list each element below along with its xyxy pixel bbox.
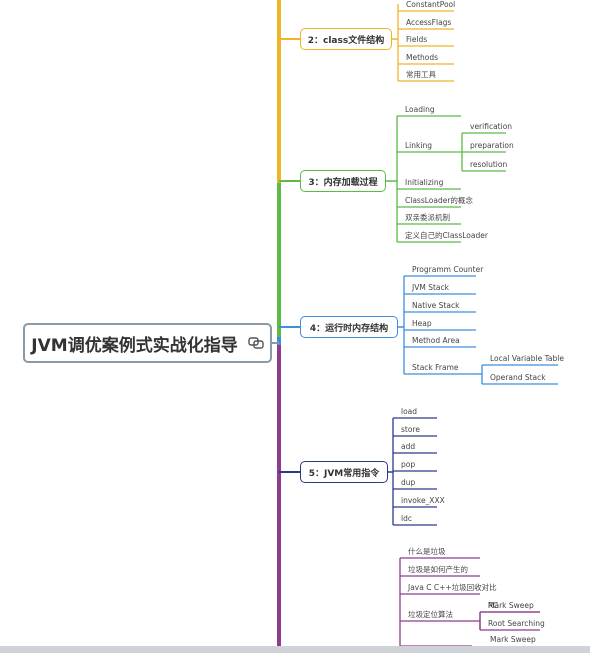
node-b2-2[interactable]: Fields bbox=[406, 35, 428, 44]
link-icon[interactable] bbox=[248, 336, 264, 350]
node-b6-2[interactable]: Java C C++垃圾回收对比 bbox=[408, 583, 497, 592]
node-b5-4[interactable]: dup bbox=[401, 478, 416, 487]
node-b6-1[interactable]: 垃圾是如何产生的 bbox=[408, 565, 468, 574]
child-node-b4-5-1[interactable]: Operand Stack bbox=[490, 373, 546, 382]
node-b4-3[interactable]: Heap bbox=[412, 319, 432, 328]
node-b4-2[interactable]: Native Stack bbox=[412, 301, 460, 310]
node-b6-0[interactable]: 什么是垃圾 bbox=[408, 547, 446, 556]
node-b2-4[interactable]: 常用工具 bbox=[406, 70, 436, 79]
child-node-b3-1-0[interactable]: verification bbox=[470, 122, 513, 131]
node-b3-1[interactable]: Linking bbox=[405, 141, 432, 150]
node-b4-4[interactable]: Method Area bbox=[412, 336, 460, 345]
branch-b2[interactable]: 2：class文件结构 bbox=[300, 28, 392, 50]
node-b3-5[interactable]: 定义自己的ClassLoader bbox=[405, 231, 488, 240]
child-node-b6-4-0[interactable]: Mark Sweep bbox=[488, 601, 534, 610]
horizontal-scrollbar[interactable] bbox=[0, 646, 590, 653]
node-b4-0[interactable]: Programm Counter bbox=[412, 265, 484, 274]
node-b4-1[interactable]: JVM Stack bbox=[412, 283, 449, 292]
node-b3-3[interactable]: ClassLoader的概念 bbox=[405, 196, 473, 205]
node-b5-3[interactable]: pop bbox=[401, 460, 416, 469]
child-node-b6-4-0[interactable]: Mark Sweep bbox=[490, 635, 536, 644]
node-b3-2[interactable]: Initializing bbox=[405, 178, 444, 187]
node-b4-5[interactable]: Stack Frame bbox=[412, 363, 459, 372]
branch-b5[interactable]: 5：JVM常用指令 bbox=[300, 461, 388, 483]
node-b2-3[interactable]: Methods bbox=[406, 53, 439, 62]
node-b5-2[interactable]: add bbox=[401, 442, 416, 451]
node-b3-0[interactable]: Loading bbox=[405, 105, 435, 114]
child-node-b3-1-1[interactable]: preparation bbox=[470, 141, 514, 150]
node-b5-1[interactable]: store bbox=[401, 425, 420, 434]
node-b3-4[interactable]: 双亲委派机制 bbox=[405, 213, 450, 222]
child-node-b6-3-1[interactable]: Root Searching bbox=[488, 619, 545, 628]
branch-b3[interactable]: 3：内存加载过程 bbox=[300, 170, 386, 192]
node-b2-1[interactable]: AccessFlags bbox=[406, 18, 452, 27]
root-title: JVM调优案例式实战化指导 bbox=[31, 335, 238, 356]
node-b2-0[interactable]: ConstantPool bbox=[406, 0, 456, 9]
root-topic[interactable]: JVM调优案例式实战化指导 bbox=[23, 323, 272, 363]
node-b6-3[interactable]: 垃圾定位算法 bbox=[408, 610, 453, 619]
child-node-b4-5-0[interactable]: Local Variable Table bbox=[490, 354, 564, 363]
branch-b4[interactable]: 4：运行时内存结构 bbox=[300, 316, 398, 338]
node-b5-6[interactable]: ldc bbox=[401, 514, 412, 523]
child-node-b6-3-0[interactable]: RC bbox=[488, 601, 499, 610]
child-node-b3-1-2[interactable]: resolution bbox=[470, 160, 508, 169]
node-b5-0[interactable]: load bbox=[401, 407, 418, 416]
node-b5-5[interactable]: invoke_XXX bbox=[401, 496, 445, 505]
